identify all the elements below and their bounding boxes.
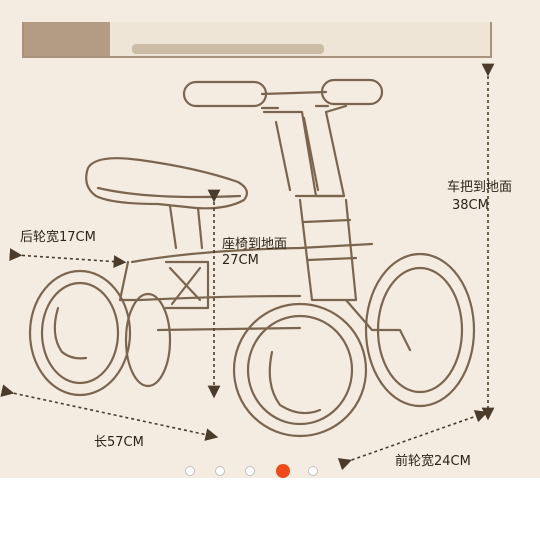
pagination-dot-2[interactable] [215,466,225,476]
length-label: 长57CM [94,435,144,450]
image-pagination [0,462,540,482]
handlebar-right-grip [320,78,384,106]
seat-to-ground-value: 27CM [222,253,259,268]
seat-to-ground-title: 座椅到地面 [222,237,288,252]
header-tab-cell [24,22,110,56]
header-blurred-text [132,44,324,54]
handlebar-left-grip [182,80,268,108]
front-back-wheel [364,252,476,408]
seat [85,157,248,210]
handlebar-to-ground-value: 38CM [452,198,489,213]
dimension-diagram-panel: 后轮宽17CM 座椅到地面 27CM 车把到地面 38CM 长57CM 前轮宽2… [0,0,540,478]
rear-wheel-width-label: 后轮宽17CM [20,230,96,245]
pagination-dot-5[interactable] [308,466,318,476]
pagination-dot-3[interactable] [245,466,255,476]
header-strip [22,22,492,58]
front-wheel [232,302,368,438]
front-wheel-width-label: 前轮宽24CM [395,454,471,469]
length-dim [0,384,219,441]
rear-left-wheel [28,269,132,397]
pagination-dot-4-active[interactable] [276,464,290,478]
pagination-dot-1[interactable] [185,466,195,476]
rear-width-dim [9,248,127,268]
balance-bike-illustration [0,63,495,471]
handlebar-to-ground-title: 车把到地面 [447,180,513,195]
rear-right-wheel [124,292,172,388]
front-width-dim [337,410,489,471]
